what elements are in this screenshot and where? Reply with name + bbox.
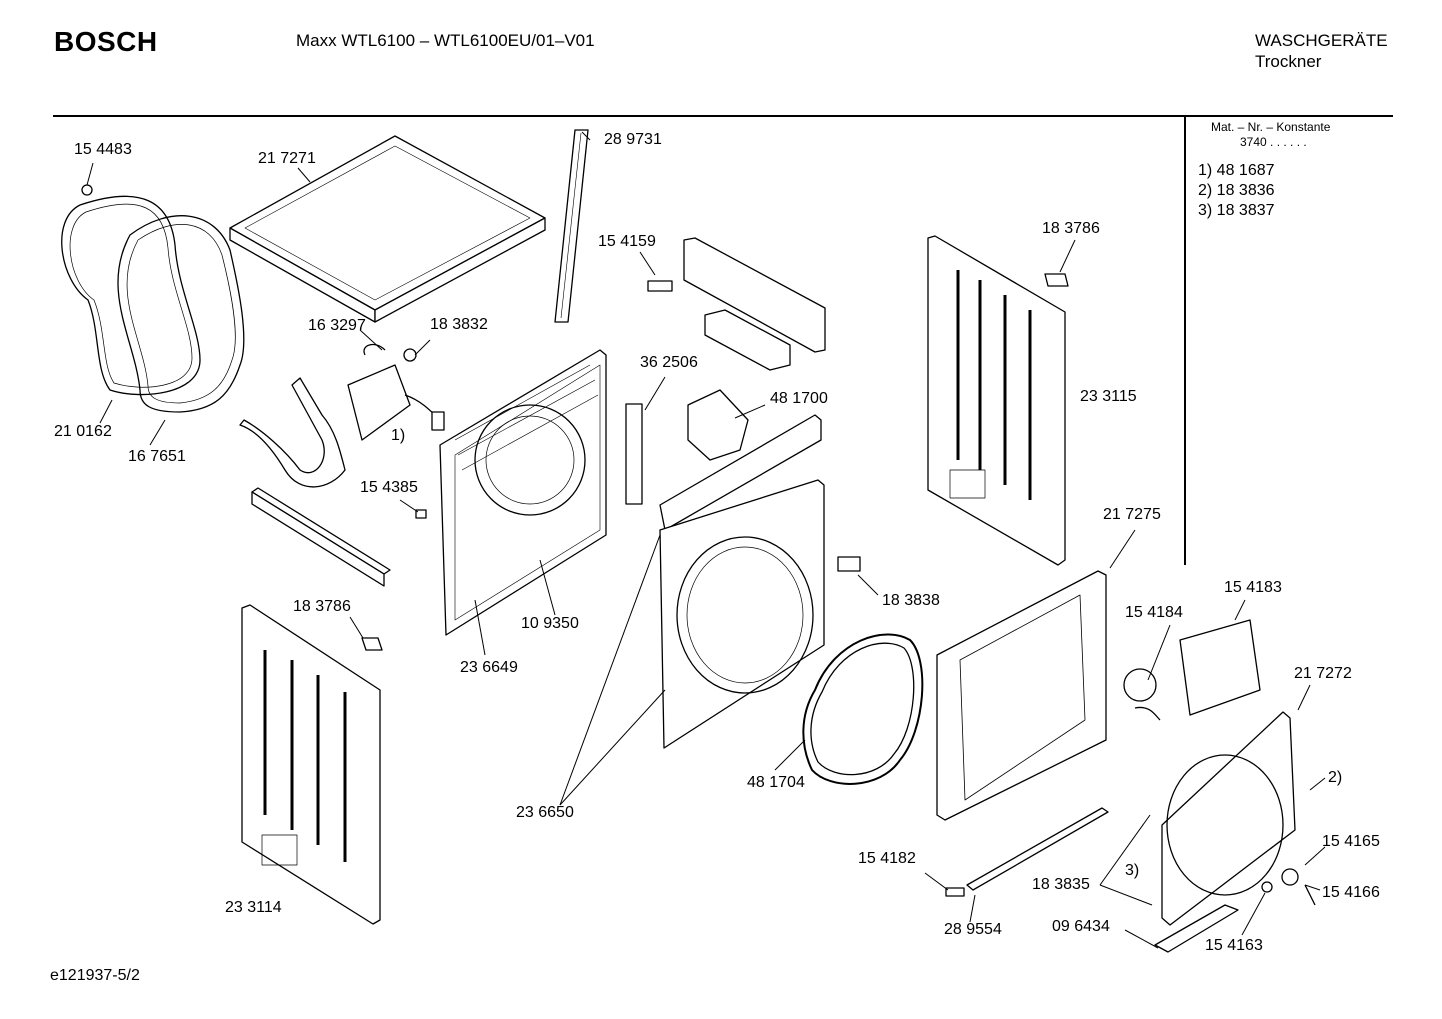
part-label: 36 2506 xyxy=(640,354,698,371)
part-label: 09 6434 xyxy=(1052,918,1110,935)
part-label: 16 7651 xyxy=(128,448,186,465)
brand-logo: BOSCH xyxy=(54,26,158,57)
konstante-value: 3740 . . . . . . xyxy=(1240,135,1307,149)
hinge-set xyxy=(1179,619,1261,716)
air-duct-hose xyxy=(239,377,346,488)
screw-icon xyxy=(1261,881,1273,893)
part-label: 23 6650 xyxy=(516,804,574,821)
rear-seal-rings xyxy=(61,195,245,413)
top-cover xyxy=(229,135,546,323)
part-label: 18 3786 xyxy=(1042,220,1100,237)
vertical-bracket xyxy=(625,403,643,505)
door-seal xyxy=(802,633,924,785)
motor-icon xyxy=(1123,668,1157,702)
side-panel-left xyxy=(241,604,381,925)
part-label: 23 6649 xyxy=(460,659,518,676)
konstante-label: Mat. – Nr. – Konstante xyxy=(1211,120,1331,134)
vertical-seal-strip xyxy=(554,129,589,323)
side-panel-right xyxy=(927,235,1066,566)
part-label: 23 3115 xyxy=(1080,388,1137,405)
part-label: 15 4182 xyxy=(858,850,916,867)
knob-icon xyxy=(1281,868,1299,886)
part-label: 10 9350 xyxy=(521,615,579,632)
part-label: 15 4483 xyxy=(74,141,132,158)
cable-icon xyxy=(1134,706,1161,721)
thermostat-icon xyxy=(403,348,417,362)
part-label: 18 3838 xyxy=(882,592,940,609)
door-frame xyxy=(1161,711,1296,926)
note-item: 3) 18 3837 xyxy=(1198,202,1275,219)
note-item: 1) 48 1687 xyxy=(1198,162,1275,179)
part-label: 15 4165 xyxy=(1322,833,1380,850)
bottom-rail xyxy=(251,487,391,587)
part-label: 15 4166 xyxy=(1322,884,1380,901)
spring-icon xyxy=(1304,884,1316,906)
part-label: 15 4183 xyxy=(1224,579,1282,596)
part-label: 21 7271 xyxy=(258,150,316,167)
clip-icon xyxy=(1044,273,1069,287)
model-title: Maxx WTL6100 – WTL6100EU/01–V01 xyxy=(296,31,595,50)
part-label: 16 3297 xyxy=(308,317,366,334)
part-label: 21 7272 xyxy=(1294,665,1352,682)
category-title: WASCHGERÄTE xyxy=(1255,31,1388,50)
part-label: 15 4159 xyxy=(598,233,656,250)
part-label: 28 9554 xyxy=(944,921,1002,938)
front-frame xyxy=(659,414,825,749)
part-label: 1) xyxy=(391,427,406,444)
part-label: 18 3835 xyxy=(1032,876,1090,893)
lower-strip xyxy=(966,807,1109,891)
front-panel xyxy=(936,570,1107,821)
heater-bracket xyxy=(347,343,445,441)
screw-icon xyxy=(81,184,93,196)
part-label: 15 4184 xyxy=(1125,604,1183,621)
document-code: e121937-5/2 xyxy=(50,967,140,984)
part-label: 2) xyxy=(1328,769,1343,786)
part-label: 28 9731 xyxy=(604,131,662,148)
part-label: 48 1704 xyxy=(747,774,805,791)
part-label: 21 0162 xyxy=(54,423,112,440)
part-label: 48 1700 xyxy=(770,390,828,407)
switch-icon xyxy=(837,556,861,572)
part-label: 15 4385 xyxy=(360,479,418,496)
part-label: 21 7275 xyxy=(1103,506,1161,523)
note-item: 2) 18 3836 xyxy=(1198,182,1275,199)
electronics-module xyxy=(687,389,749,461)
control-panel-frame xyxy=(683,237,826,371)
part-label: 15 4163 xyxy=(1205,937,1263,954)
part-label: 18 3786 xyxy=(293,598,351,615)
clip-icon xyxy=(647,280,673,292)
clip-icon xyxy=(361,637,383,651)
part-label: 3) xyxy=(1125,862,1140,879)
handle-bar xyxy=(1154,904,1239,953)
category-subtitle: Trockner xyxy=(1255,52,1322,71)
part-label: 23 3114 xyxy=(225,899,282,916)
part-label: 18 3832 xyxy=(430,316,488,333)
clip-icon xyxy=(945,887,965,897)
rear-wall-panel xyxy=(439,349,607,636)
clip-icon xyxy=(415,509,427,519)
